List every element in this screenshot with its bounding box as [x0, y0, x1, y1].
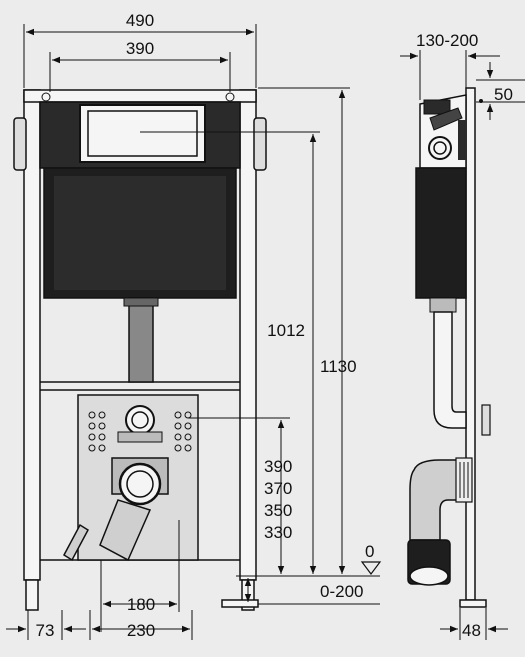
dim-outlet-height-4: 330 — [264, 523, 292, 542]
adjustment-holes-left — [88, 411, 106, 452]
side-view: 130-200 50 48 — [400, 31, 525, 640]
dim-height-total: 1130 — [320, 357, 357, 376]
dim-height-flush-plate: 1012 — [267, 321, 305, 340]
flush-pipe — [128, 297, 154, 383]
side-flush-pipe — [433, 311, 467, 429]
side-valve — [428, 136, 452, 160]
dim-outlet-height-3: 350 — [264, 501, 292, 520]
flush-plate-opening — [79, 104, 206, 163]
dim-foot-offset: 73 — [36, 621, 55, 640]
dim-floor-range: 0-200 — [320, 582, 363, 601]
left-bracket — [13, 117, 27, 171]
water-inlet — [125, 405, 155, 435]
dim-width-inner: 390 — [126, 39, 154, 58]
side-drain-opening — [409, 566, 449, 586]
dim-outlet-spacing: 180 — [127, 595, 155, 614]
foot-left — [25, 579, 39, 611]
drain-elbow — [99, 499, 152, 562]
right-bracket — [253, 117, 267, 171]
front-view: 490 390 1012 1130 390 370 350 330 0 0-20… — [6, 11, 382, 640]
drain-outlet — [118, 462, 162, 506]
mounting-hole-left — [41, 92, 51, 102]
dim-outlet-height-2: 370 — [264, 479, 292, 498]
side-frame — [465, 87, 476, 601]
floor-level-symbol — [360, 561, 382, 575]
frame-top-bar — [23, 89, 257, 103]
side-cistern-body — [415, 167, 467, 299]
mounting-hole-right — [225, 92, 235, 102]
dim-outlet-height-1: 390 — [264, 457, 292, 476]
dim-width-outer: 490 — [126, 11, 154, 30]
floor-level-label: 0 — [365, 542, 374, 561]
side-drain-bend — [409, 459, 461, 541]
dim-depth-bottom: 48 — [462, 621, 481, 640]
dim-outlet-offset: 230 — [127, 621, 155, 640]
dim-depth-range: 130-200 — [416, 31, 478, 50]
dim-depth-top: 50 — [494, 85, 513, 104]
